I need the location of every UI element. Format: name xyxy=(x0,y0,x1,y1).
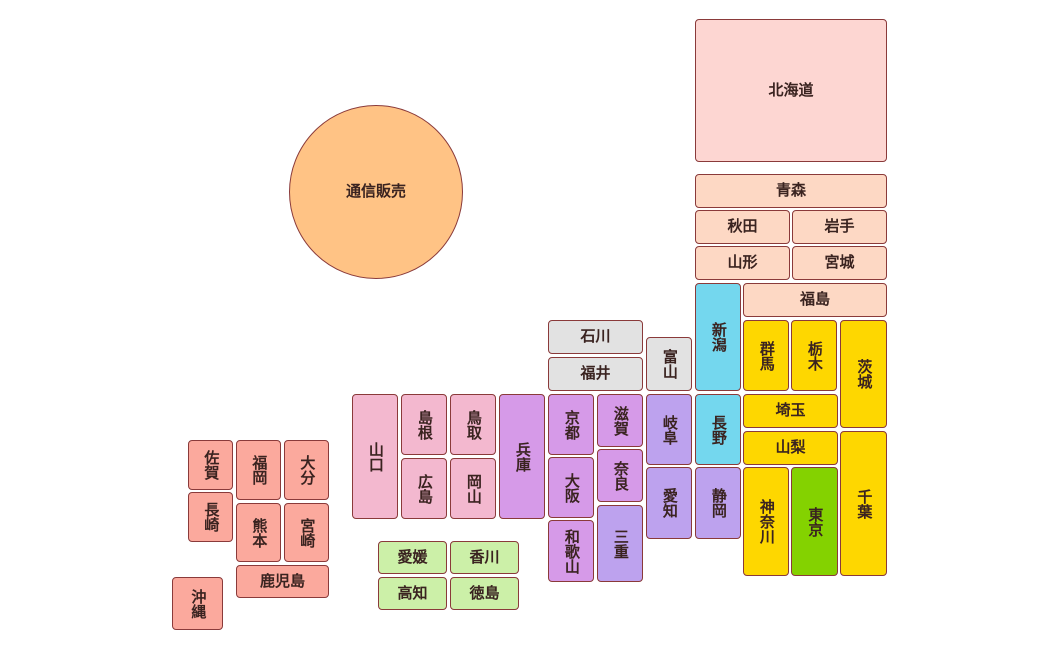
region-label: 宮城 xyxy=(824,253,855,272)
region-label: 山口 xyxy=(366,441,385,472)
region-fukuoka[interactable]: 福岡 xyxy=(236,440,281,500)
region-label: 滋賀 xyxy=(611,405,630,436)
region-fukui[interactable]: 福井 xyxy=(548,357,643,391)
region-label: 石川 xyxy=(580,327,611,346)
region-label: 奈良 xyxy=(611,460,630,491)
region-mail-order[interactable]: 通信販売 xyxy=(289,105,463,279)
region-label: 栃木 xyxy=(805,340,824,371)
region-label: 沖縄 xyxy=(189,588,208,619)
region-tottori[interactable]: 鳥取 xyxy=(450,394,496,455)
region-tokushima[interactable]: 徳島 xyxy=(450,577,519,610)
region-osaka[interactable]: 大阪 xyxy=(548,457,594,518)
region-label: 新潟 xyxy=(709,322,728,352)
region-oita[interactable]: 大分 xyxy=(284,440,329,500)
region-label: 三重 xyxy=(611,528,630,559)
region-ehime[interactable]: 愛媛 xyxy=(378,541,447,574)
region-kumamoto[interactable]: 熊本 xyxy=(236,503,281,562)
region-hiroshima[interactable]: 広島 xyxy=(401,458,447,519)
region-gunma[interactable]: 群馬 xyxy=(743,320,789,391)
region-label: 和歌山 xyxy=(562,528,581,574)
region-label: 佐賀 xyxy=(202,450,221,480)
region-tochigi[interactable]: 栃木 xyxy=(791,320,837,391)
region-gifu[interactable]: 岐阜 xyxy=(646,394,692,465)
region-miyagi[interactable]: 宮城 xyxy=(792,246,887,280)
region-yamanashi[interactable]: 山梨 xyxy=(743,431,838,465)
region-label: 香川 xyxy=(469,547,500,566)
region-shiga[interactable]: 滋賀 xyxy=(597,394,643,447)
region-label: 岩手 xyxy=(824,217,855,236)
region-hokkaido[interactable]: 北海道 xyxy=(695,19,887,162)
region-label: 神奈川 xyxy=(757,499,776,544)
region-label: 通信販売 xyxy=(345,182,406,201)
region-saga[interactable]: 佐賀 xyxy=(188,440,233,490)
region-fukushima[interactable]: 福島 xyxy=(743,283,887,317)
region-label: 長崎 xyxy=(202,502,221,532)
region-kyoto[interactable]: 京都 xyxy=(548,394,594,455)
region-aichi[interactable]: 愛知 xyxy=(646,467,692,539)
region-label: 宮崎 xyxy=(298,517,317,548)
region-label: 岡山 xyxy=(464,473,483,504)
region-aomori[interactable]: 青森 xyxy=(695,174,887,208)
region-tokyo[interactable]: 東京 xyxy=(791,467,838,576)
region-hyogo[interactable]: 兵庫 xyxy=(499,394,545,519)
region-label: 群馬 xyxy=(757,340,776,371)
region-label: 秋田 xyxy=(727,217,758,236)
region-saitama[interactable]: 埼玉 xyxy=(743,394,838,428)
region-label: 熊本 xyxy=(250,517,269,548)
region-label: 福島 xyxy=(799,290,830,309)
region-kochi[interactable]: 高知 xyxy=(378,577,447,610)
region-label: 山形 xyxy=(727,253,758,272)
region-label: 長野 xyxy=(709,414,728,445)
region-label: 高知 xyxy=(397,583,428,602)
region-nara[interactable]: 奈良 xyxy=(597,449,643,502)
region-label: 山梨 xyxy=(775,438,806,457)
region-label: 京都 xyxy=(562,409,581,440)
region-kanagawa[interactable]: 神奈川 xyxy=(743,467,789,576)
region-label: 大分 xyxy=(298,455,317,485)
region-miyazaki[interactable]: 宮崎 xyxy=(284,503,329,562)
region-okinawa[interactable]: 沖縄 xyxy=(172,577,223,630)
region-label: 鹿児島 xyxy=(259,571,305,590)
region-wakayama[interactable]: 和歌山 xyxy=(548,520,594,582)
region-iwate[interactable]: 岩手 xyxy=(792,210,887,244)
region-label: 千葉 xyxy=(855,488,874,519)
region-yamaguchi[interactable]: 山口 xyxy=(352,394,398,519)
region-kagawa[interactable]: 香川 xyxy=(450,541,519,574)
region-label: 兵庫 xyxy=(513,441,532,472)
region-label: 茨城 xyxy=(855,359,874,389)
region-label: 北海道 xyxy=(768,80,814,99)
region-label: 鳥取 xyxy=(464,409,483,440)
region-label: 富山 xyxy=(660,349,679,379)
region-label: 愛媛 xyxy=(397,547,428,566)
region-niigata[interactable]: 新潟 xyxy=(695,283,741,391)
region-label: 岐阜 xyxy=(660,414,679,445)
region-label: 静岡 xyxy=(709,488,728,518)
region-shimane[interactable]: 島根 xyxy=(401,394,447,455)
region-label: 島根 xyxy=(415,409,434,440)
region-toyama[interactable]: 富山 xyxy=(646,337,692,391)
region-label: 大阪 xyxy=(562,472,581,503)
region-chiba[interactable]: 千葉 xyxy=(840,431,887,576)
region-label: 福岡 xyxy=(250,455,269,485)
region-label: 東京 xyxy=(806,506,825,537)
region-nagasaki[interactable]: 長崎 xyxy=(188,492,233,542)
region-label: 埼玉 xyxy=(775,401,806,420)
region-nagano[interactable]: 長野 xyxy=(695,394,741,465)
region-label: 徳島 xyxy=(469,583,500,602)
region-ishikawa[interactable]: 石川 xyxy=(548,320,643,354)
region-yamagata[interactable]: 山形 xyxy=(695,246,790,280)
region-kagoshima[interactable]: 鹿児島 xyxy=(236,565,329,598)
region-shizuoka[interactable]: 静岡 xyxy=(695,467,741,539)
region-label: 愛知 xyxy=(660,488,679,518)
region-mie[interactable]: 三重 xyxy=(597,505,643,582)
region-okayama[interactable]: 岡山 xyxy=(450,458,496,519)
region-ibaraki[interactable]: 茨城 xyxy=(840,320,887,428)
region-label: 福井 xyxy=(580,364,611,383)
region-label: 青森 xyxy=(775,181,806,200)
region-label: 広島 xyxy=(415,473,434,504)
region-akita[interactable]: 秋田 xyxy=(695,210,790,244)
